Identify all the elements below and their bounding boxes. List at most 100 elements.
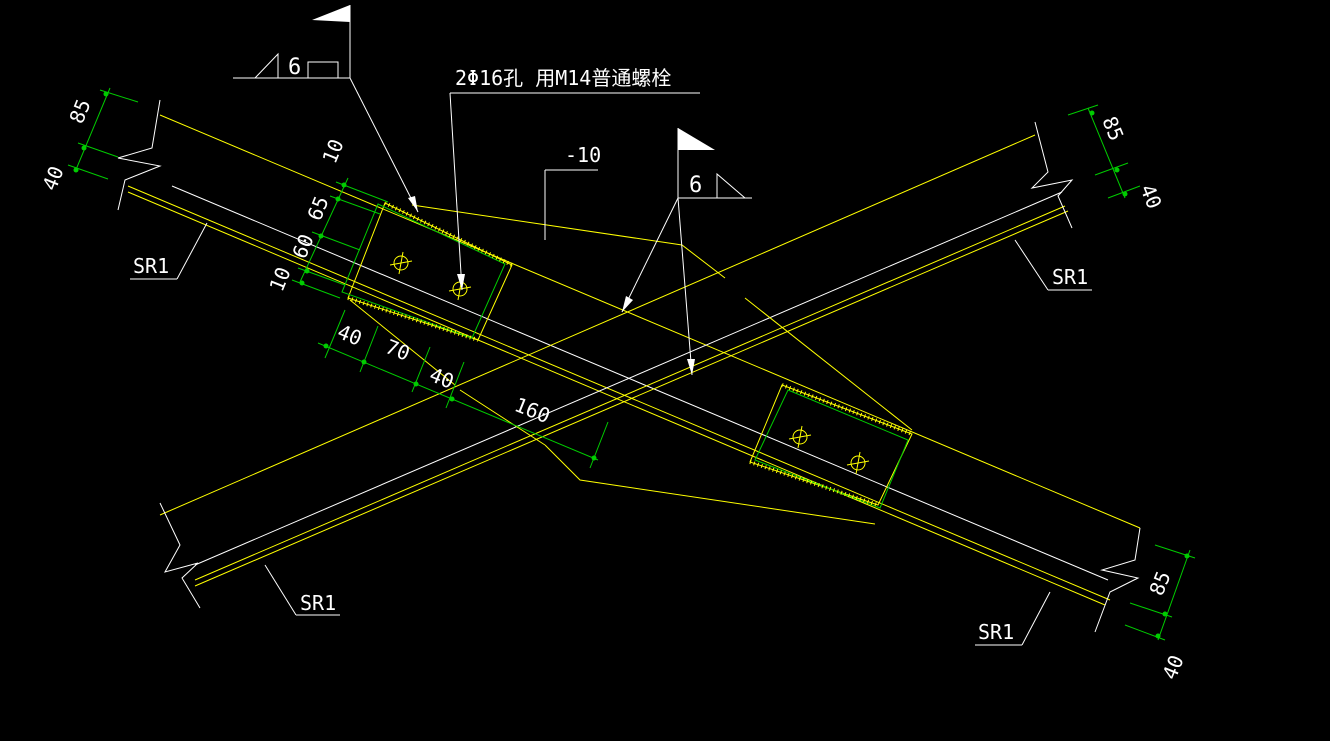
dim-tick [1089, 110, 1095, 116]
bolt-note: 2Φ16孔 用M14普通螺栓 [449, 66, 700, 291]
splice-plate-right [749, 383, 913, 509]
dim-line [1087, 107, 1126, 199]
member-ascending-centerline [194, 191, 1063, 566]
section-label-text: SR1 [978, 620, 1014, 644]
dim-extension [1094, 162, 1129, 176]
dim-line [317, 342, 599, 461]
section-label-leader [1014, 239, 1049, 291]
dim-text-70: 70 [382, 334, 413, 365]
bolt-note-leader [449, 92, 463, 291]
bolt-note-text: 2Φ16孔 用M14普通螺栓 [455, 66, 671, 90]
dim-tick [73, 167, 79, 173]
dim-text-40: 40 [1135, 181, 1166, 212]
bolt-hole-1 [393, 255, 409, 271]
plate-thickness-text: -10 [565, 143, 601, 167]
weld-leader-left [349, 77, 419, 213]
dimension-top-right: 85 40 [1067, 104, 1167, 212]
dim-extension [359, 325, 379, 373]
member-ascending [159, 121, 1074, 609]
dim-extension [67, 164, 109, 180]
dim-tick [335, 196, 341, 202]
bolt-hole-4 [850, 455, 866, 471]
gusset-edge-right [744, 297, 913, 431]
dim-text-40: 40 [1157, 652, 1188, 683]
dim-tick [413, 381, 419, 387]
dim-extension [1067, 104, 1099, 116]
section-label-2: SR1 [1014, 239, 1092, 291]
gusset-edge-left [349, 299, 456, 386]
dim-tick [318, 233, 324, 239]
weld-size-left: 6 [288, 55, 301, 80]
dim-text-85: 85 [64, 96, 95, 127]
gusset-edge-left-2 [459, 389, 546, 446]
bolt-hole-3-cross-v [797, 425, 803, 449]
dim-text-40-b: 40 [426, 362, 457, 393]
member-descending-bottom-edge [127, 185, 1111, 601]
dim-text-85: 85 [1144, 568, 1175, 599]
member-descending-top-edge [159, 114, 1141, 529]
member-descending-break-left [117, 99, 162, 211]
weld-flag-left-icon [312, 5, 350, 22]
weld-ticks-left-bottom [347, 296, 479, 342]
splice-plate-left [341, 201, 513, 342]
weld-flag-right-icon [678, 128, 715, 150]
dim-extension [589, 421, 609, 469]
section-label-leader [1021, 591, 1051, 646]
weld-size-right: 6 [689, 173, 702, 198]
section-label-1: SR1 [130, 222, 208, 280]
fillet-weld-triangle-left-icon [254, 52, 279, 79]
dim-tick [81, 145, 87, 151]
weld-leader-right-2-arrow-icon [687, 359, 695, 375]
section-label-text: SR1 [300, 591, 336, 615]
member-ascending-bottom-edge [194, 205, 1066, 581]
dim-tick [449, 396, 455, 402]
dimension-top-left: 85 40 [37, 87, 139, 194]
dim-tick [1162, 611, 1168, 617]
dim-tick [361, 359, 367, 365]
section-label-text: SR1 [133, 254, 169, 278]
dimension-bottom-right: 85 40 [1124, 544, 1196, 683]
weld-leader-right-2 [677, 197, 693, 376]
weld-symbol-left: 6 [233, 5, 419, 213]
bolt-hole-4-cross-v [855, 451, 861, 475]
weld-leader-right-1-arrow-icon [622, 296, 633, 312]
dim-extension [324, 309, 346, 359]
section-label-leader [264, 564, 297, 616]
dim-line [74, 87, 111, 173]
dim-tick [1184, 553, 1190, 559]
dim-text-160: 160 [511, 392, 553, 428]
weld-symbol-right: 6 [621, 128, 752, 376]
dim-text-10-top: 10 [317, 136, 348, 167]
weld-bracket-left-icon [307, 61, 339, 78]
section-label-4: SR1 [975, 591, 1051, 646]
member-ascending-break-right [1030, 121, 1074, 229]
dim-tick [1155, 633, 1161, 639]
dim-tick [1122, 191, 1128, 197]
splice-plate-left-green-outline [341, 203, 506, 339]
weld-ticks-right-bottom [749, 460, 879, 507]
dimension-plate-perpendicular: 10 65 60 10 [264, 136, 389, 299]
dim-tick [591, 455, 597, 461]
member-descending [117, 99, 1141, 633]
dim-tick [1114, 167, 1120, 173]
member-descending-centerline [171, 185, 1109, 581]
member-ascending-break-left [159, 502, 201, 609]
dim-tick [299, 280, 305, 286]
dim-extension [77, 142, 119, 158]
weld-leader-right-1 [621, 197, 679, 313]
dim-text-40: 40 [37, 163, 68, 194]
dim-tick [103, 91, 109, 97]
member-ascending-top-edge [159, 134, 1036, 516]
weld-leader-left-arrow-icon [408, 196, 418, 212]
dim-text-85: 85 [1097, 113, 1128, 144]
bolt-hole-3 [792, 429, 808, 445]
dim-tick [323, 343, 329, 349]
dim-text-60: 60 [287, 231, 318, 262]
member-ascending-bottom-edge-2 [194, 210, 1069, 587]
section-label-text: SR1 [1052, 265, 1088, 289]
gusset-edge-bottom [544, 444, 876, 525]
member-descending-break-right [1094, 527, 1141, 633]
dim-extension [291, 279, 341, 299]
bolt-note-leader-arrow-icon [457, 274, 465, 290]
